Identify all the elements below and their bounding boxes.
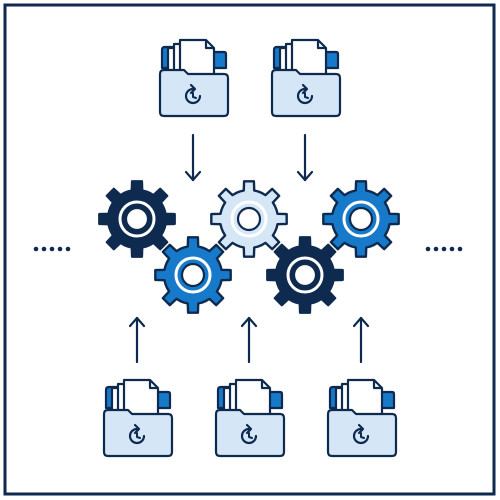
- arrow-down-1: [184, 133, 202, 182]
- top-folder-1: [158, 38, 230, 118]
- bottom-folder-3: [326, 378, 398, 458]
- gear-2: [154, 236, 232, 314]
- arrow-up-1: [128, 316, 146, 364]
- bottom-folder-2: [214, 378, 286, 458]
- arrow-down-2: [296, 133, 314, 182]
- gear-4: [266, 236, 344, 314]
- gear-1: [98, 180, 176, 258]
- arrow-up-3: [352, 316, 370, 364]
- sync-icon: [296, 83, 314, 105]
- sync-icon: [184, 83, 202, 105]
- ellipsis-right-icon: [425, 246, 463, 252]
- bottom-folder-1: [102, 378, 174, 458]
- sync-icon: [352, 423, 370, 445]
- arrow-up-2: [240, 316, 258, 364]
- sync-icon: [128, 423, 146, 445]
- gear-5: [322, 180, 400, 258]
- sync-icon: [240, 423, 258, 445]
- gear-3: [210, 180, 288, 258]
- top-folder-2: [270, 38, 342, 118]
- ellipsis-left-icon: [33, 246, 71, 252]
